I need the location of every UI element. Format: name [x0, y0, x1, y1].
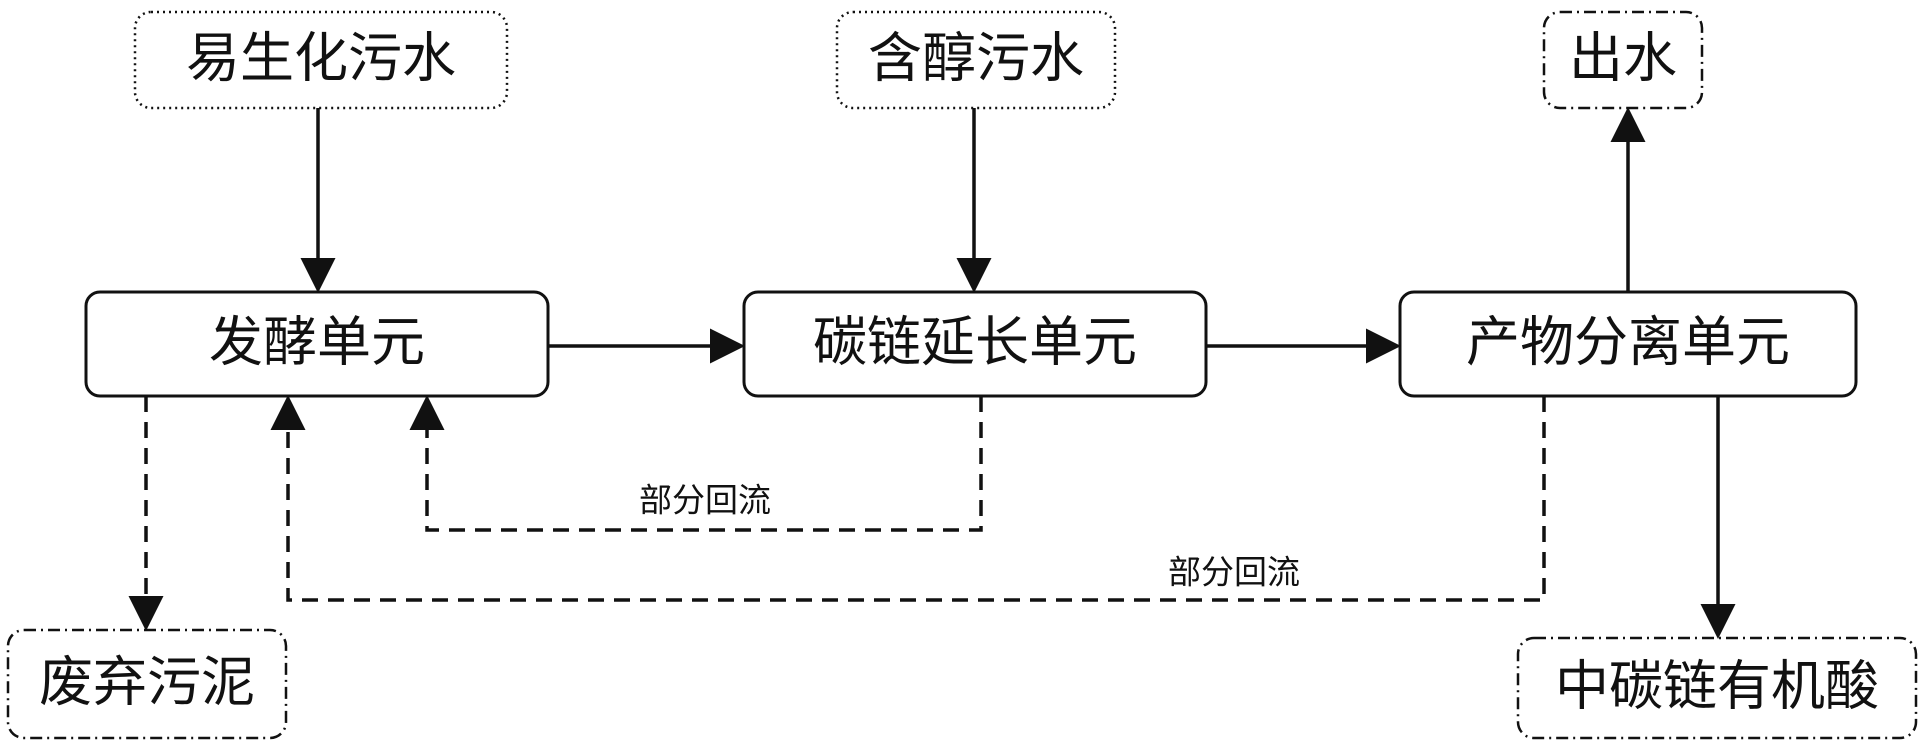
output-mcfa: 中碳链有机酸: [1516, 636, 1918, 740]
label-waste-sludge: 废弃污泥: [39, 651, 255, 714]
recycle-label-2: 部分回流: [1168, 553, 1300, 592]
unit-chain-elongation: 碳链延长单元: [742, 290, 1208, 398]
unit-fermentation: 发酵单元: [84, 290, 550, 398]
label-easy-biodegradable-wastewater: 易生化污水: [186, 27, 456, 90]
output-effluent: 出水: [1542, 10, 1704, 110]
label-fermentation: 发酵单元: [209, 311, 425, 374]
output-waste-sludge: 废弃污泥: [6, 628, 288, 740]
recycle-label-1: 部分回流: [639, 481, 771, 520]
label-mcfa: 中碳链有机酸: [1555, 655, 1879, 718]
label-product-separation: 产物分离单元: [1466, 311, 1790, 374]
label-alcohol-wastewater: 含醇污水: [868, 27, 1084, 90]
label-chain-elongation: 碳链延长单元: [813, 311, 1137, 374]
recycle-separation-to-fermentation: [270, 395, 1546, 602]
recycle-chain-elongation-to-fermentation: [409, 395, 983, 532]
input-easy-biodegradable-wastewater: 易生化污水: [133, 10, 509, 110]
label-effluent: 出水: [1569, 27, 1677, 90]
unit-product-separation: 产物分离单元: [1398, 290, 1858, 398]
input-alcohol-wastewater: 含醇污水: [835, 10, 1117, 110]
